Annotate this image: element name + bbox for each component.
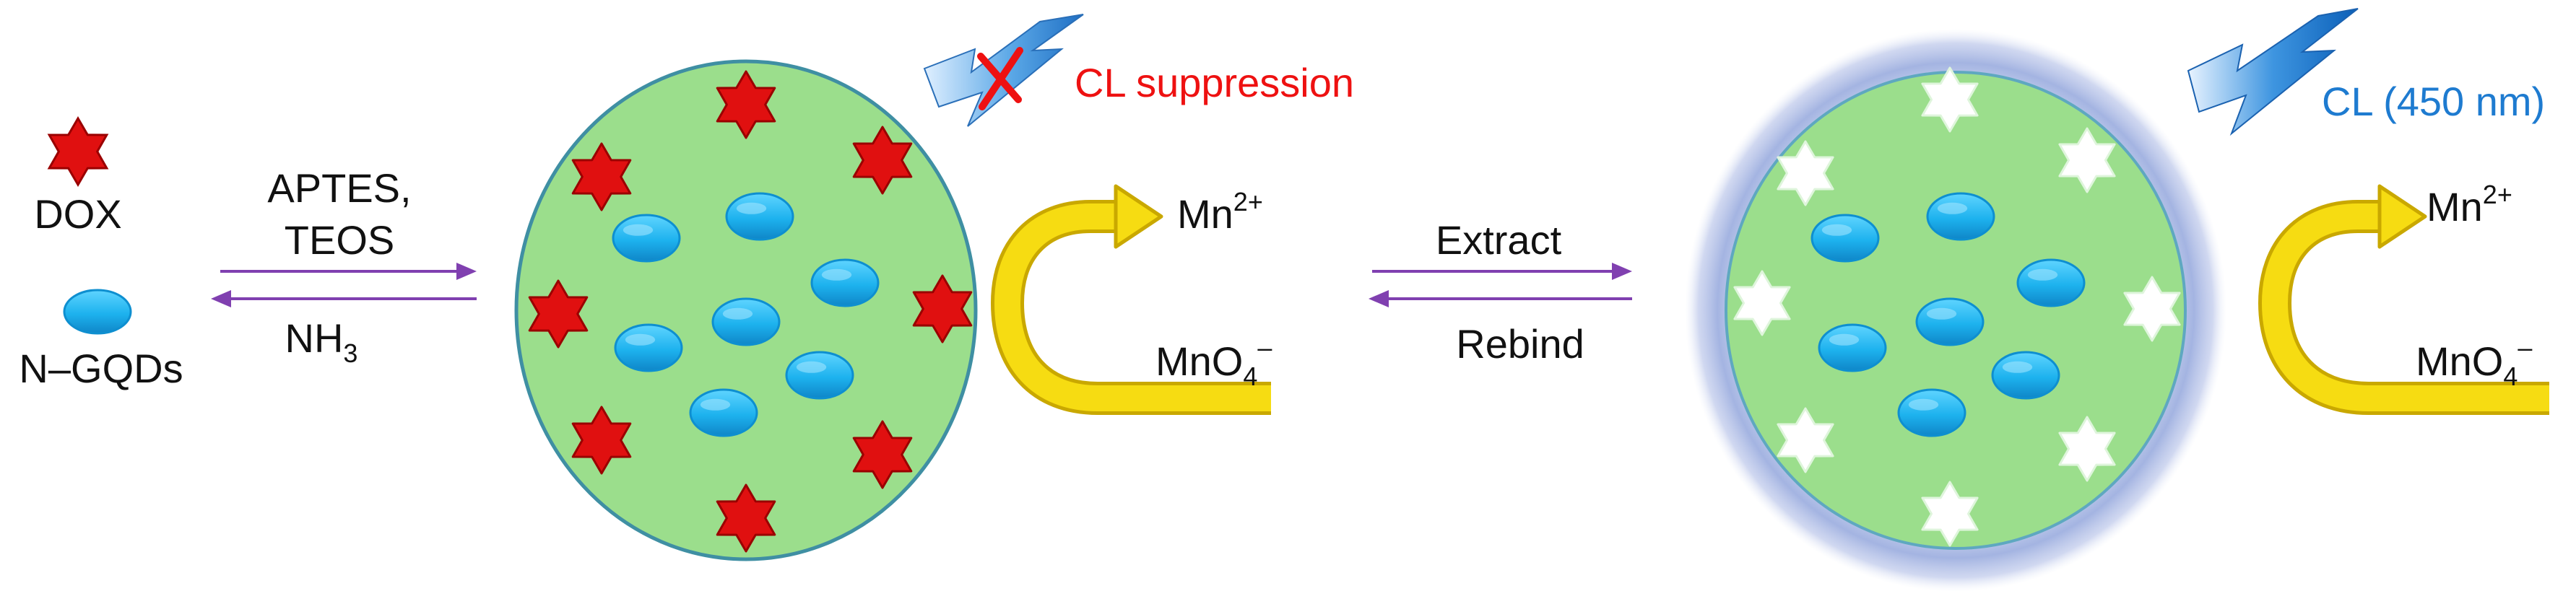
cavity-star-icon	[1921, 66, 1979, 133]
gqd-ellipse-icon-highlight	[796, 361, 827, 373]
gqd-ellipse-icon-highlight	[625, 333, 656, 346]
dox-star-icon	[571, 406, 632, 475]
cavity-star-icon	[2058, 416, 2116, 482]
right-particle	[1685, 29, 2226, 591]
gqd-ellipse-icon-highlight	[722, 307, 753, 320]
gqd-ellipse-icon-highlight	[736, 202, 767, 214]
gqd-ellipse-icon	[725, 192, 794, 241]
gqd-ellipse-icon	[612, 214, 681, 263]
gqd-ellipse-icon	[1991, 351, 2060, 400]
cavity-star-icon	[1777, 140, 1834, 206]
left-mn-label: Mn2+	[1177, 187, 1263, 237]
lightning-icon	[2187, 8, 2359, 136]
right-mn-label: Mn2+	[2427, 180, 2512, 229]
dox-star-icon	[852, 126, 913, 195]
legend: DOX N–GQDs	[19, 116, 183, 391]
left-particle	[514, 59, 978, 561]
gqd-ellipse-icon-highlight	[1937, 202, 1968, 214]
gqd-ellipse-icon	[1818, 323, 1887, 372]
gqd-ellipse-icon	[785, 351, 854, 400]
gqd-ellipse-icon	[1810, 214, 1880, 263]
cl-suppression-indicator: CL suppression	[923, 14, 1354, 127]
gqd-ellipse-icon	[1897, 388, 1966, 437]
gqd-ellipse-icon	[711, 297, 781, 346]
step1-catalyst: NH3	[285, 315, 358, 368]
cavity-star-icon	[2123, 276, 2181, 342]
dox-star-icon	[852, 420, 913, 489]
right-cavity-group	[1733, 66, 2181, 547]
gqd-label: N–GQDs	[19, 346, 183, 391]
step2-extract-label: Extract	[1436, 217, 1562, 263]
gqd-ellipse-icon-highlight	[700, 398, 731, 411]
dox-star-icon	[528, 279, 589, 349]
gqd-ellipse-icon	[614, 323, 683, 372]
cavity-star-icon	[1733, 270, 1791, 336]
gqd-ellipse-icon	[1926, 192, 1995, 241]
cl-emission-label: CL (450 nm)	[2322, 79, 2545, 124]
gqd-ellipse-icon	[689, 388, 758, 437]
dox-star-icon	[716, 70, 776, 139]
cl-suppression-label: CL suppression	[1075, 60, 1354, 105]
step1-reagent-line1: APTES,	[267, 165, 411, 211]
left-mno4-label: MnO4–	[1155, 333, 1272, 391]
gqd-ellipse-icon-highlight	[623, 224, 654, 236]
gqd-ellipse-icon-highlight	[1821, 224, 1852, 236]
dox-star-icon	[47, 116, 109, 187]
gqd-ellipse-icon	[63, 289, 132, 335]
gqd-ellipse-icon	[2016, 258, 2086, 307]
gqd-ellipse-icon	[810, 258, 880, 307]
equilibrium-arrows-icon	[1369, 263, 1632, 307]
gqd-ellipse-icon-highlight	[1829, 333, 1860, 346]
right-mno4-label: MnO4–	[2416, 333, 2532, 391]
left-dox-group	[528, 70, 973, 553]
gqd-ellipse-icon-highlight	[1926, 307, 1957, 320]
gqd-ellipse-icon-highlight	[1908, 398, 1939, 411]
cavity-star-icon	[2058, 127, 2116, 193]
right-gqd-group	[1810, 192, 2086, 437]
right-curved-arrow-icon	[2258, 184, 2549, 415]
dox-star-icon	[571, 142, 632, 211]
dox-star-icon	[912, 274, 973, 343]
step2-rebind-label: Rebind	[1456, 321, 1584, 367]
step2-equilibrium: Extract Rebind	[1369, 217, 1632, 367]
cl-emission-indicator: CL (450 nm)	[2187, 8, 2545, 136]
left-gqd-group	[612, 192, 880, 437]
cavity-star-icon	[1921, 481, 1979, 547]
step1-equilibrium: APTES, TEOS NH3	[211, 165, 477, 368]
left-curved-arrow-icon	[991, 184, 1271, 415]
step1-reagent-line2: TEOS	[285, 217, 394, 263]
gqd-ellipse-icon-highlight	[2002, 361, 2033, 373]
gqd-ellipse-icon-highlight	[2027, 268, 2058, 281]
equilibrium-arrows-icon	[211, 263, 477, 307]
gqd-ellipse-icon-highlight	[821, 268, 852, 281]
gqd-ellipse-icon	[1915, 297, 1985, 346]
cavity-star-icon	[1777, 407, 1834, 473]
dox-star-icon	[716, 483, 776, 553]
cross-icon	[977, 47, 1023, 110]
dox-label: DOX	[34, 191, 121, 237]
